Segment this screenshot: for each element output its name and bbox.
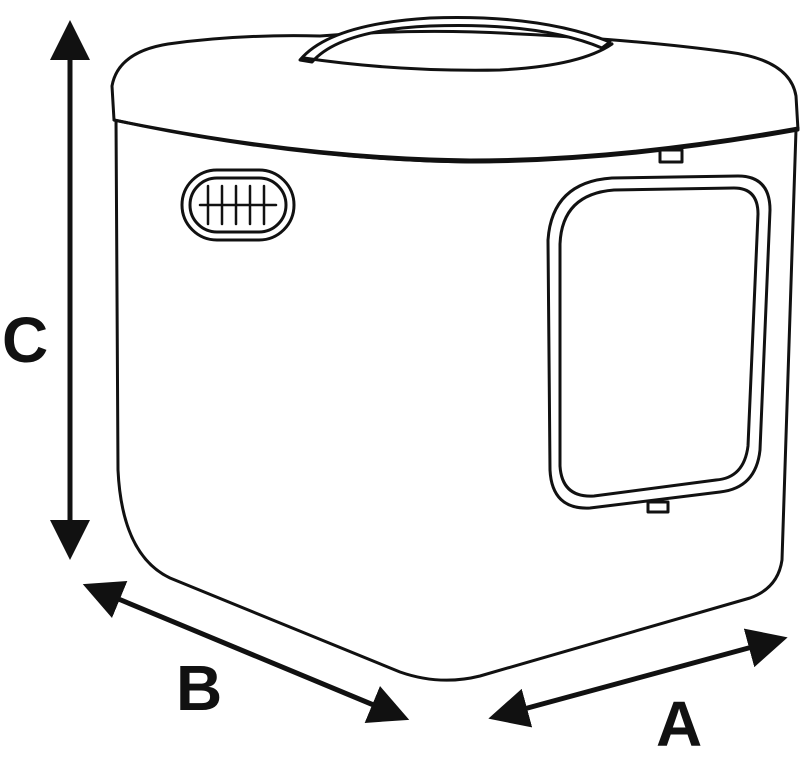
dimension-arrows: [50, 19, 788, 728]
box-lid: [110, 29, 800, 164]
carry-handle: [298, 16, 612, 64]
door-latch-top: [658, 148, 684, 164]
width-label: A: [656, 688, 702, 760]
door-latch-bottom: [646, 500, 670, 514]
handle-base: [302, 42, 614, 72]
door-flap: [558, 186, 760, 498]
lid-rim-line: [112, 118, 800, 162]
depth-label: B: [176, 652, 222, 724]
vent-slots: [198, 184, 278, 226]
height-label: C: [2, 304, 48, 376]
litter-box-outline: [110, 16, 800, 682]
depth-arrow: [82, 581, 410, 723]
width-arrow: [488, 628, 788, 728]
